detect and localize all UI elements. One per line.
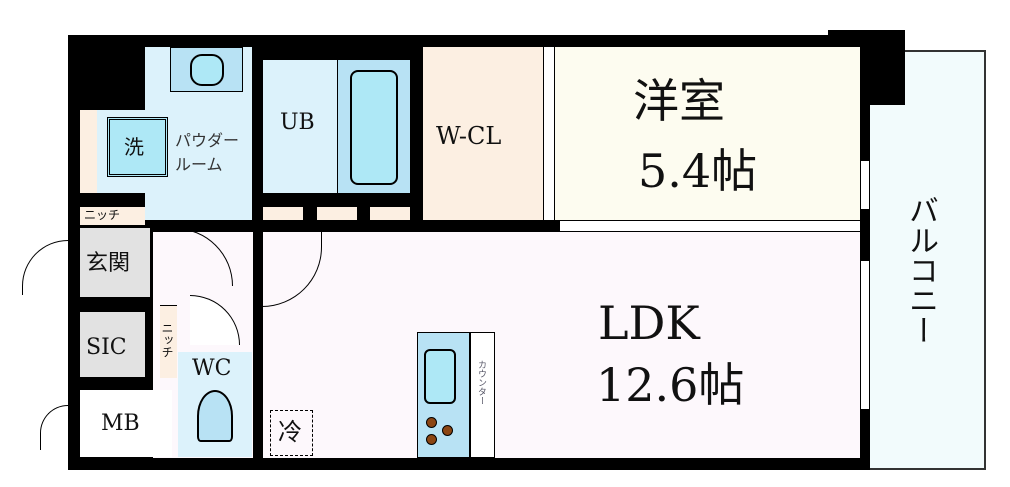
toilet-label: WC	[192, 356, 232, 381]
shoe-closet	[80, 312, 145, 377]
niche-top-label: ニッチ	[84, 208, 121, 222]
entry-door-swing	[22, 240, 68, 295]
balcony-label: バルコニー	[903, 195, 938, 345]
ldk-name: LDK	[598, 296, 700, 350]
stove-burner-icon	[426, 417, 437, 428]
counter-label: カウンター	[476, 360, 486, 405]
entrance	[80, 228, 150, 297]
shelf-1	[263, 207, 303, 220]
fridge-space	[270, 410, 313, 456]
counter	[470, 332, 495, 458]
sliding-door	[560, 220, 860, 232]
shoe-closet-label: SIC	[86, 335, 127, 360]
western-room-name: 洋室	[633, 74, 725, 128]
meter-box-label: MB	[101, 411, 140, 436]
shelf-3	[370, 207, 410, 220]
entrance-label: 玄関	[86, 251, 131, 276]
niche-top	[80, 207, 145, 225]
stove-burner-icon	[442, 425, 453, 436]
unit-bath	[263, 60, 337, 193]
mb-door-swing	[40, 405, 68, 450]
toilet-bowl	[197, 390, 233, 442]
sliding-door	[543, 47, 555, 220]
stove-burner-icon	[426, 434, 437, 445]
shelf-2	[317, 207, 357, 220]
powder-room-label-1: パウダー	[175, 131, 240, 150]
niche-side	[160, 305, 177, 378]
kitchen-sink	[424, 349, 456, 404]
unit-bath-label: UB	[280, 110, 315, 135]
walk-in-closet	[423, 47, 543, 220]
window	[860, 160, 870, 210]
fridge-label: 冷	[278, 418, 302, 446]
meter-box	[80, 390, 172, 457]
ldk-room	[263, 232, 860, 458]
ldk-size: 12.6帖	[596, 358, 745, 412]
sink-bowl	[190, 54, 224, 86]
western-room-size: 5.4帖	[638, 144, 758, 198]
bathtub	[350, 70, 398, 185]
washer-label: 洗	[124, 135, 144, 159]
walk-in-closet-label: W-CL	[436, 122, 502, 150]
western-room	[555, 47, 860, 220]
powder-room-label-2: ルーム	[175, 155, 223, 174]
storage-strip	[80, 110, 97, 193]
window	[860, 260, 870, 410]
niche-side-label: ニッチ	[160, 322, 174, 358]
washer-box	[107, 117, 168, 177]
